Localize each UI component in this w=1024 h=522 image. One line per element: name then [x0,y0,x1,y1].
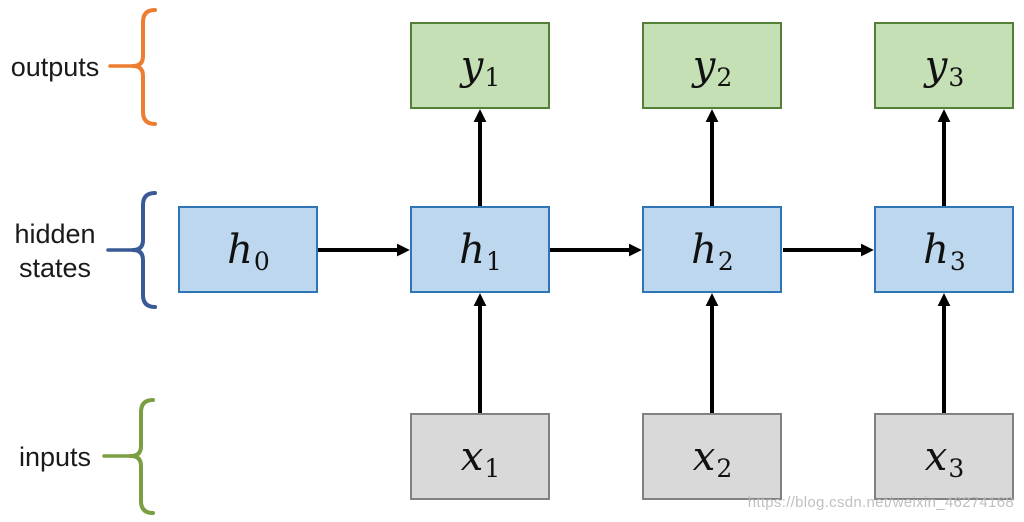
row-label-hidden-states: hidden states [2,217,108,285]
node-h0-label: h0 [227,226,270,276]
node-x2-label: x2 [692,433,733,483]
node-x2: x2 [642,413,782,500]
node-h3-label: h3 [923,226,966,276]
node-h1: h1 [410,206,550,293]
node-h1-label: h1 [459,226,502,276]
node-y1-label: y1 [460,42,501,92]
node-y1: y1 [410,22,550,109]
outputs-brace [131,8,157,126]
node-h0: h0 [178,206,318,293]
row-label-hidden-line2: states [18,253,92,283]
node-x3-label: x3 [924,433,965,483]
node-y3: y3 [874,22,1014,109]
node-x1-label: x1 [460,433,501,483]
node-x3: x3 [874,413,1014,500]
node-y2: y2 [642,22,782,109]
node-h2-label: h2 [691,226,734,276]
inputs-brace [129,398,155,515]
hidden-states-brace [131,191,157,309]
node-y2-label: y2 [692,42,733,92]
csdn-watermark: https://blog.csdn.net/weixin_46274168 [747,494,1014,511]
row-label-hidden-line1: hidden [14,219,96,249]
node-h2: h2 [642,206,782,293]
node-x1: x1 [410,413,550,500]
row-label-outputs: outputs [10,52,100,82]
node-y3-label: y3 [924,42,965,92]
node-h3: h3 [874,206,1014,293]
row-label-inputs: inputs [18,442,92,472]
